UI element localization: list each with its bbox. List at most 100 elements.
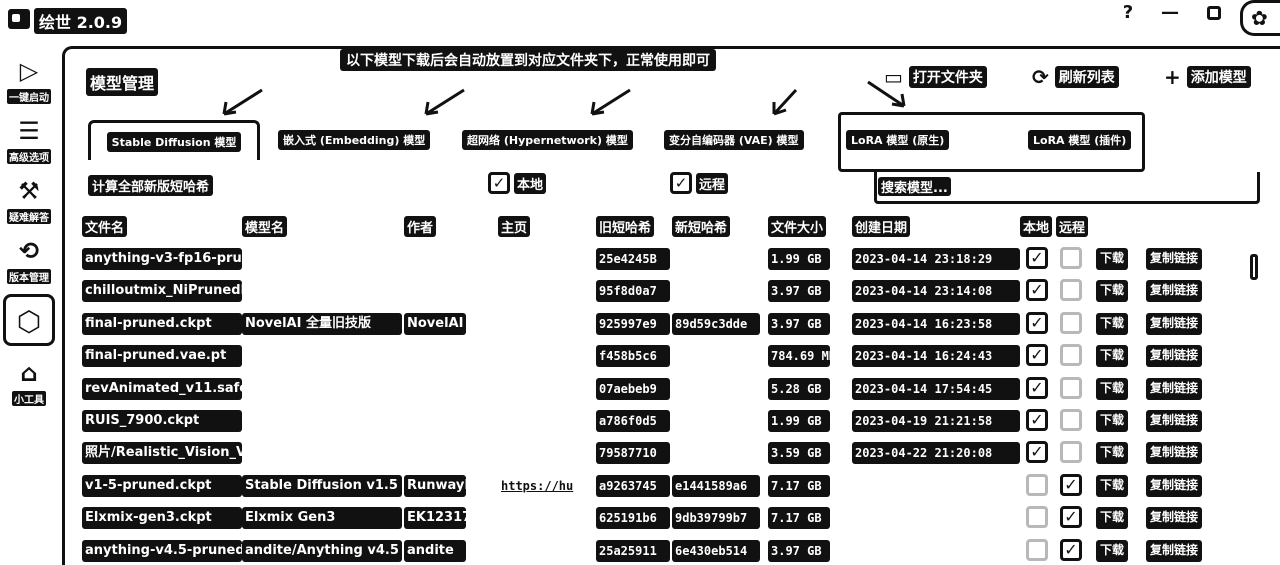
row-local-checkbox[interactable]: ✓ (1026, 311, 1048, 334)
col-file[interactable]: 文件名 (82, 216, 128, 237)
created-date-cell: 2023-04-19 21:21:58 (852, 410, 1020, 432)
download-button[interactable]: 下载 (1096, 539, 1129, 562)
open-folder-button[interactable]: ▭ 打开文件夹 (884, 64, 987, 90)
file-name-cell: 照片/Realistic_Vision_V (82, 442, 242, 465)
row-local-checkbox[interactable] (1026, 506, 1048, 529)
old-hash-cell: 25e4245B (596, 248, 670, 270)
row-remote-checkbox[interactable]: ✓ (1060, 473, 1082, 496)
nav-item-advanced[interactable]: ☰ 高级选项 (0, 116, 58, 176)
row-remote-checkbox[interactable]: ✓ (1060, 506, 1082, 529)
annotation-arrow (222, 88, 263, 116)
scrollbar[interactable] (1250, 254, 1258, 280)
old-hash-cell: a786f0d5 (596, 410, 670, 432)
row-local-checkbox[interactable] (1026, 538, 1048, 561)
tab-embedding[interactable]: 嵌入式 (Embedding) 模型 (278, 127, 431, 153)
download-button[interactable]: 下载 (1096, 410, 1129, 432)
copy-link-button[interactable]: 复制链接 (1146, 474, 1203, 497)
tab-vae[interactable]: 变分自编码器 (VAE) 模型 (664, 127, 804, 153)
row-remote-checkbox[interactable] (1060, 311, 1082, 334)
row-remote-checkbox[interactable] (1060, 409, 1082, 431)
col-remote[interactable]: 远程 (1056, 216, 1089, 237)
annotation-arrow (772, 88, 798, 116)
search-input[interactable] (874, 172, 1260, 204)
nav-item-versions[interactable]: ⟲ 版本管理 (0, 236, 58, 296)
row-remote-checkbox[interactable] (1060, 441, 1082, 464)
row-remote-checkbox[interactable] (1060, 279, 1082, 302)
settings-flower-icon[interactable] (1240, 0, 1280, 36)
homepage-link[interactable]: https://hu (501, 478, 574, 493)
row-remote-checkbox[interactable] (1060, 376, 1082, 399)
model-name-cell: NovelAI 全量旧技版 (242, 312, 402, 335)
col-size[interactable]: 文件大小 (768, 216, 827, 237)
download-button[interactable]: 下载 (1096, 507, 1129, 530)
col-date[interactable]: 创建日期 (852, 216, 911, 237)
download-button[interactable]: 下载 (1096, 248, 1129, 270)
copy-link-button[interactable]: 复制链接 (1146, 248, 1203, 270)
row-local-checkbox[interactable]: ✓ (1026, 279, 1048, 302)
row-local-checkbox[interactable]: ✓ (1026, 441, 1048, 464)
model-name-cell: andite/Anything v4.5 就 (242, 539, 402, 562)
row-remote-checkbox[interactable]: ✓ (1060, 538, 1082, 561)
row-local-checkbox[interactable]: ✓ (1026, 247, 1048, 269)
copy-link-button[interactable]: 复制链接 (1146, 377, 1203, 400)
nav-item-tools[interactable]: ⌂ 小工具 (0, 358, 58, 418)
row-local-checkbox[interactable] (1026, 473, 1048, 496)
refresh-label: 刷新列表 (1054, 66, 1119, 88)
col-model[interactable]: 模型名 (242, 216, 288, 237)
copy-link-button[interactable]: 复制链接 (1146, 442, 1203, 465)
tab-lora-native[interactable]: LoRA 模型 (原生) (846, 127, 950, 153)
col-old-hash[interactable]: 旧短哈希 (596, 216, 655, 237)
download-button[interactable]: 下载 (1096, 345, 1129, 368)
col-local[interactable]: 本地 (1020, 216, 1053, 237)
file-name-cell: final-pruned.ckpt (82, 312, 242, 335)
tab-stable-diffusion[interactable]: Stable Diffusion 模型 (88, 120, 260, 160)
col-author[interactable]: 作者 (404, 216, 437, 237)
col-home[interactable]: 主页 (498, 216, 531, 237)
nav-item-troubleshoot[interactable]: ⚒ 疑难解答 (0, 176, 58, 236)
nav-item-launch[interactable]: ▷ 一键启动 (0, 56, 58, 116)
maximize-button[interactable] (1199, 2, 1229, 26)
minimize-button[interactable]: — (1161, 2, 1179, 23)
add-model-button[interactable]: + 添加模型 (1164, 64, 1251, 90)
download-button[interactable]: 下载 (1096, 280, 1129, 303)
tab-lora-plugin[interactable]: LoRA 模型 (插件) (1028, 127, 1132, 153)
nav-item-models[interactable]: ⬡ (0, 294, 58, 354)
row-local-checkbox[interactable]: ✓ (1026, 376, 1048, 399)
compute-hash-button[interactable]: 计算全部新版短哈希 (88, 175, 214, 196)
refresh-button[interactable]: ⟳ 刷新列表 (1032, 64, 1119, 90)
old-hash-cell: 07aebeb9 (596, 377, 670, 400)
copy-link-button[interactable]: 复制链接 (1146, 312, 1203, 335)
tab-label: Stable Diffusion 模型 (106, 131, 242, 152)
download-button[interactable]: 下载 (1096, 474, 1129, 497)
table-row[interactable]: revAnimated_v11.safete07aebeb95.28 GB202… (82, 375, 1242, 403)
local-filter-checkbox[interactable]: ✓ 本地 (488, 172, 547, 194)
row-local-checkbox[interactable]: ✓ (1026, 344, 1048, 367)
created-date-cell: 2023-04-14 23:18:29 (852, 248, 1020, 270)
download-button[interactable]: 下载 (1096, 312, 1129, 335)
row-local-checkbox[interactable]: ✓ (1026, 409, 1048, 431)
download-button[interactable]: 下载 (1096, 442, 1129, 465)
download-button[interactable]: 下载 (1096, 377, 1129, 400)
row-remote-checkbox[interactable] (1060, 247, 1082, 269)
col-new-hash[interactable]: 新短哈希 (672, 216, 731, 237)
copy-link-button[interactable]: 复制链接 (1146, 410, 1203, 432)
copy-link-button[interactable]: 复制链接 (1146, 507, 1203, 530)
tab-hypernetwork[interactable]: 超网络 (Hypernetwork) 模型 (462, 127, 633, 153)
copy-link-button[interactable]: 复制链接 (1146, 539, 1203, 562)
remote-filter-checkbox[interactable]: ✓ 远程 (670, 172, 729, 194)
help-button[interactable]: ? (1122, 2, 1134, 23)
old-hash-cell: 95f8d0a7 (596, 280, 670, 303)
copy-link-button[interactable]: 复制链接 (1146, 280, 1203, 303)
row-remote-checkbox[interactable] (1060, 344, 1082, 367)
file-size-cell: 7.17 GB (768, 507, 830, 530)
copy-link-button[interactable]: 复制链接 (1146, 345, 1203, 368)
